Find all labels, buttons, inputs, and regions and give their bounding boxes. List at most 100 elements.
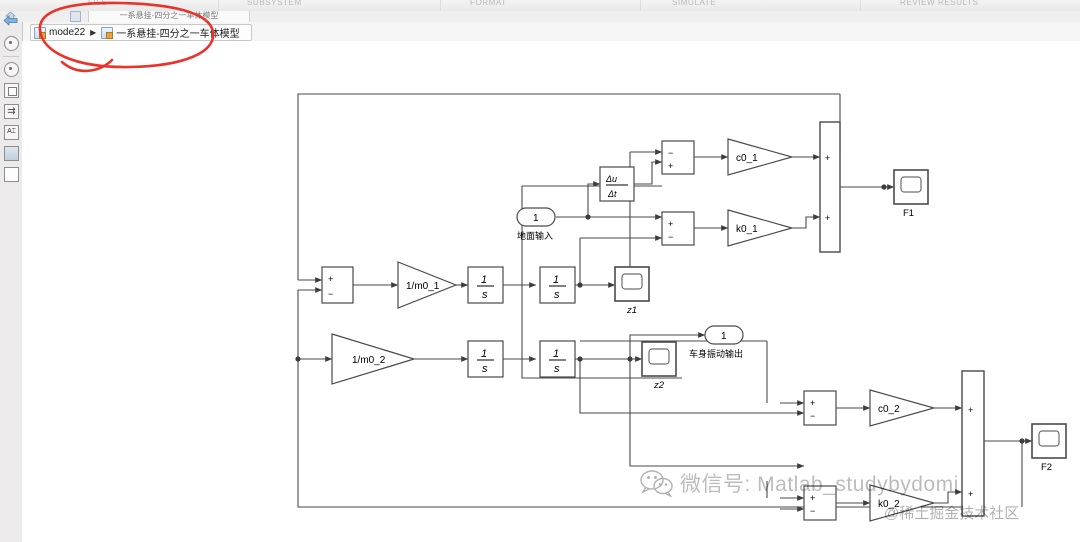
sum-sign: − — [810, 411, 815, 421]
sum-sign: + — [810, 493, 815, 503]
scope-z2[interactable]: z2 — [641, 341, 677, 391]
fit-to-view-icon[interactable] — [4, 36, 19, 51]
gain-k0-2[interactable]: k0_2 — [869, 484, 937, 522]
junction-dot — [577, 282, 583, 288]
junction-dot — [627, 356, 633, 362]
sum-sign: − — [668, 232, 673, 242]
wire-derivative-to-sum-top-a — [634, 159, 663, 185]
ribbon-tab-simulate[interactable]: SIMULATE — [672, 0, 717, 7]
gain-1-over-m0-2[interactable]: 1/m0_2 — [331, 333, 417, 385]
gain-c0-1[interactable]: c0_1 — [727, 138, 795, 176]
derivative-block[interactable]: Δu Δt — [599, 166, 635, 202]
sum-sign: + — [968, 489, 973, 499]
sum-block-1[interactable]: + − — [321, 266, 354, 304]
gain-label: c0_1 — [736, 153, 758, 164]
inport-ground-input[interactable]: 1 地面输入 — [516, 207, 556, 241]
port-number: 1 — [533, 213, 539, 224]
breadcrumb-item-subsystem[interactable]: 一系悬挂-四分之一车体模型 — [116, 29, 240, 40]
integrator-numerator: 1 — [481, 348, 487, 360]
integrator-numerator: 1 — [553, 348, 559, 360]
scope-F1[interactable]: F1 — [893, 169, 929, 219]
gain-k0-1[interactable]: k0_1 — [727, 209, 795, 247]
sum-sign: − — [668, 148, 673, 158]
wire-cross-coupling-1 — [521, 186, 682, 379]
wire-zdot2-to-sum-bot-a — [579, 359, 805, 416]
integrator-denominator: s — [482, 363, 488, 375]
breadcrumb-separator-icon: ▶ — [90, 28, 97, 37]
sum-sign: + — [825, 213, 830, 223]
left-toolbar: ⇉ A⌶ — [0, 15, 23, 542]
scope-label: F2 — [1041, 462, 1052, 473]
ribbon-tab-review-results[interactable]: REVIEW RESULTS — [900, 0, 979, 7]
gain-label: c0_2 — [878, 404, 900, 415]
gain-label: k0_1 — [736, 224, 758, 235]
breadcrumb-item-model[interactable]: mode22 — [49, 27, 86, 38]
integrator-1a[interactable]: 1 s — [467, 266, 504, 304]
junction-dot — [577, 356, 583, 362]
derivative-numerator: Δu — [605, 174, 617, 184]
toolbar-divider — [3, 56, 19, 57]
ribbon-divider — [860, 0, 861, 11]
integrator-1b[interactable]: 1 s — [539, 266, 576, 304]
port-number: 1 — [721, 331, 727, 342]
integrator-2a[interactable]: 1 s — [467, 340, 504, 378]
wire-z2-to-outport — [629, 332, 706, 359]
junction-dot — [295, 356, 301, 362]
gain-c0-2[interactable]: c0_2 — [869, 389, 937, 427]
ribbon-tab-format[interactable]: FORMAT — [470, 0, 507, 7]
junction-dot — [1019, 438, 1025, 444]
integrator-2b[interactable]: 1 s — [539, 340, 576, 378]
integrator-denominator: s — [482, 289, 488, 301]
breadcrumb-bar: mode22 ▶ 一系悬挂-四分之一车体模型 — [0, 22, 1080, 42]
sum-sign: + — [825, 153, 830, 163]
scope-z1[interactable]: z1 — [614, 266, 650, 316]
scope-label: z2 — [653, 380, 665, 391]
sum-sign: + — [668, 219, 673, 229]
document-tab[interactable]: 一系悬挂-四分之一车体模型 — [88, 11, 250, 22]
gain-label: 1/m0_2 — [352, 355, 386, 366]
sum-block-tall-2[interactable]: + + — [961, 370, 985, 517]
ribbon-tab-subsystem[interactable]: SUBSYSTEM — [247, 0, 302, 7]
integrator-denominator: s — [554, 289, 560, 301]
sum-block-top-a[interactable]: − + — [661, 140, 695, 175]
ribbon-divider — [440, 0, 441, 11]
signal-arrows-icon[interactable]: ⇉ — [4, 104, 19, 119]
resize-blocks-icon[interactable] — [4, 83, 19, 98]
draw-rectangle-icon[interactable] — [4, 167, 19, 182]
sum-sign: − — [810, 506, 815, 516]
scope-label: F1 — [903, 208, 914, 219]
subsystem-icon — [101, 26, 114, 39]
simulink-block-diagram: + − 1/m0_1 1 s 1 s z1 — [295, 93, 1067, 522]
outport-body-vibration[interactable]: 1 车身振动输出 — [689, 325, 744, 359]
sum-sign: − — [328, 289, 333, 299]
sum-block-top-b[interactable]: + − — [661, 211, 695, 246]
sum-block-bottom-b[interactable]: + − — [803, 485, 837, 521]
annotation-text-icon[interactable]: A⌶ — [4, 125, 19, 140]
sum-block-tall-1[interactable]: + + — [819, 121, 841, 253]
model-icon — [34, 26, 46, 39]
ribbon-tab-file[interactable]: FILE — [88, 0, 108, 7]
inport-label: 地面输入 — [517, 230, 553, 241]
junction-dot — [585, 214, 591, 220]
zoom-icon[interactable] — [4, 62, 19, 77]
insert-image-icon[interactable] — [4, 146, 19, 161]
derivative-denominator: Δt — [607, 189, 617, 199]
sum-sign: + — [968, 405, 973, 415]
wire-feedback-top — [297, 93, 840, 280]
ribbon-divider — [218, 0, 219, 11]
integrator-numerator: 1 — [481, 274, 487, 286]
navigate-back-icon[interactable] — [2, 14, 20, 28]
sum-sign: + — [668, 161, 673, 171]
wire-feedback-bottom — [297, 290, 984, 508]
sum-block-bottom-a[interactable]: + − — [803, 390, 837, 426]
model-canvas[interactable]: + − 1/m0_1 1 s 1 s z1 — [22, 41, 1080, 542]
wire-k0-2-to-sum-tall-2 — [934, 489, 963, 504]
wire-k0-1-to-sum-tall-1 — [792, 214, 821, 229]
gain-1-over-m0-1[interactable]: 1/m0_1 — [397, 261, 458, 309]
outport-label: 车身振动输出 — [689, 348, 743, 359]
wire-z2-to-sum-bot-b — [629, 359, 805, 469]
ribbon-divider — [640, 0, 641, 11]
gain-label: 1/m0_1 — [406, 281, 440, 292]
scope-F2[interactable]: F2 — [1031, 423, 1067, 473]
wire-ground-to-derivative — [587, 181, 601, 217]
